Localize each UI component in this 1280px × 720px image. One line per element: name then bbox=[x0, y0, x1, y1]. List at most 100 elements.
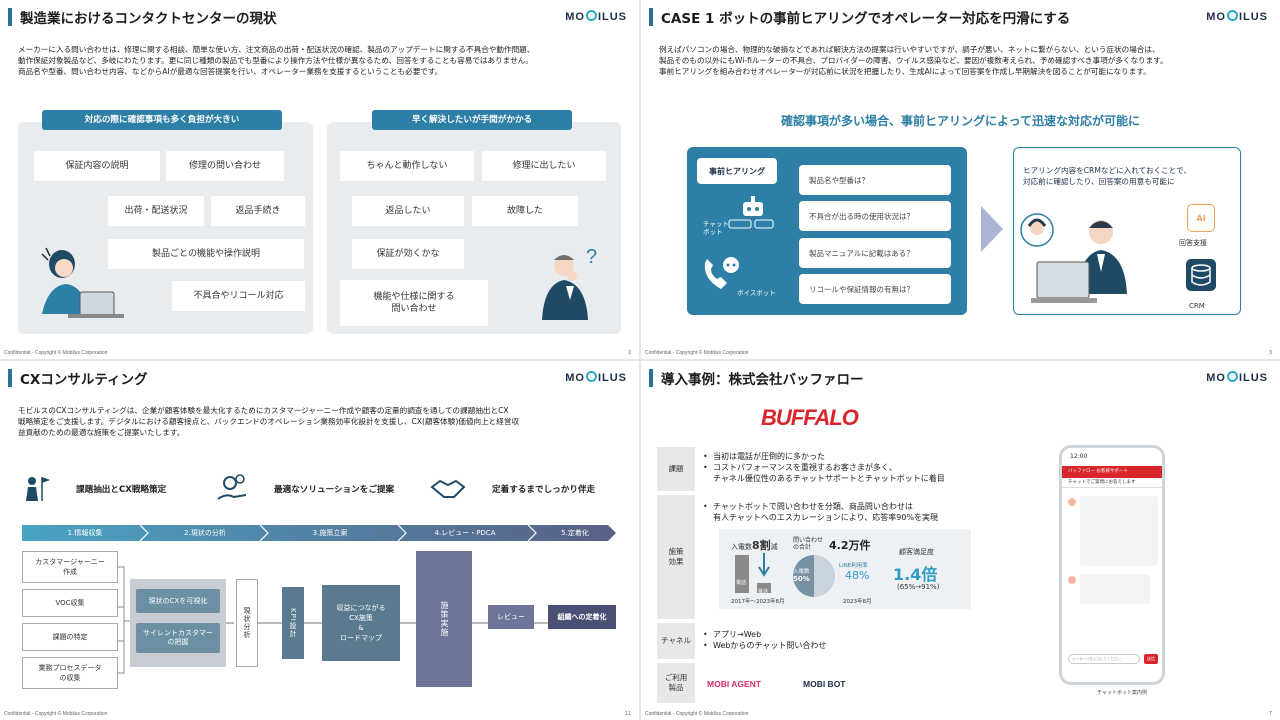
chip: 機能や仕様に関する問い合わせ bbox=[340, 280, 488, 326]
question-box: 製品名や型番は？ bbox=[799, 165, 951, 195]
stat2-line-label: LINE利用率 bbox=[839, 563, 868, 569]
stat1-bar-label: 電話 bbox=[758, 589, 769, 595]
chip: 修理の問い合わせ bbox=[166, 151, 284, 181]
chat-bubble bbox=[1080, 574, 1150, 604]
ai-icon: AI bbox=[1187, 204, 1215, 232]
left-heading: 対応の際に確認事項も多く負担が大きい bbox=[42, 110, 282, 130]
slide-title: CXコンサルティング bbox=[20, 372, 148, 388]
stat3-label: 顧客満足度 bbox=[899, 548, 934, 556]
stat1-period: 2017年〜2023年8月 bbox=[731, 599, 785, 605]
feature-label: 課題抽出とCX戦略策定 bbox=[76, 485, 167, 495]
input-box: VOC収集 bbox=[22, 589, 118, 617]
stat2-line-pct: 48% bbox=[845, 569, 870, 582]
slide-title: 製造業におけるコンタクトセンターの現状 bbox=[20, 11, 277, 27]
database-icon bbox=[1186, 259, 1216, 291]
title-accent-bar bbox=[649, 369, 653, 387]
page-number: 7 bbox=[1268, 711, 1272, 717]
chip: 故障した bbox=[472, 196, 578, 226]
page-number: 2 bbox=[627, 350, 631, 356]
step-label: 1.情報収集 bbox=[67, 529, 103, 537]
chip: 保証が効くかな bbox=[352, 239, 464, 269]
step-label: 4.レビュー・PDCA bbox=[434, 529, 496, 537]
analysis-item: 現状のCXを可視化 bbox=[136, 589, 220, 613]
flag-person-icon bbox=[26, 477, 50, 501]
chip: 製品ごとの機能や操作説明 bbox=[108, 239, 304, 269]
product-mobi-agent: MOBI AGENT bbox=[707, 679, 761, 689]
chip: 保証内容の説明 bbox=[34, 151, 160, 181]
send-button[interactable]: 送信 bbox=[1144, 654, 1158, 664]
operator-illustration bbox=[1020, 213, 1127, 303]
footer-copyright: Confidential - Copyright © Mobilus Corpo… bbox=[645, 711, 749, 717]
voicebot-icon bbox=[704, 257, 739, 289]
bot-avatar bbox=[1068, 498, 1076, 506]
footer-copyright: Confidential - Copyright © Mobilus Corpo… bbox=[645, 350, 749, 356]
page-number: 3 bbox=[1268, 350, 1272, 356]
step-label: 3.施策立案 bbox=[312, 529, 348, 537]
buffalo-logo: BUFFALO bbox=[761, 405, 859, 430]
stat2-period: 2023年8月 bbox=[843, 599, 872, 605]
channel-list: •アプリ→Web •Webからのチャット問い合わせ bbox=[703, 630, 827, 650]
input-box: カスタマージャーニー 作成 bbox=[22, 551, 118, 583]
chip: 修理に出したい bbox=[482, 151, 606, 181]
footer-copyright: Confidential - Copyright © Mobilus Corpo… bbox=[4, 711, 108, 717]
analysis-item: サイレントカスタマー の把握 bbox=[136, 623, 220, 653]
question-box: 製品マニュアルに記載はある？ bbox=[799, 238, 951, 268]
stat1-label: 入電数8割減 bbox=[731, 539, 778, 552]
kpi-box: KPI設計 bbox=[282, 587, 304, 659]
bot-avatar bbox=[1068, 576, 1076, 584]
chat-bubble bbox=[1080, 496, 1158, 566]
ai-label: 回答支援 bbox=[1179, 239, 1207, 247]
question-box: リコールや保証情報の有無は？ bbox=[799, 274, 951, 304]
row-label: ご利用 製品 bbox=[657, 663, 695, 703]
exec-box: 施策実施 bbox=[416, 551, 472, 687]
chip: 不具合やリコール対応 bbox=[172, 281, 305, 311]
phone-header: バッファロー お客様サポート bbox=[1062, 466, 1162, 478]
row-label: 施策 効果 bbox=[657, 495, 695, 619]
page-number: 11 bbox=[624, 711, 631, 717]
step-label: 2.現状の分析 bbox=[184, 529, 226, 537]
slide-title: 導入事例：株式会社バッファロー bbox=[661, 372, 864, 388]
bracket-connector bbox=[118, 566, 130, 674]
chatbot-label: チャット ボット bbox=[703, 220, 729, 236]
review-box: レビュー bbox=[488, 605, 534, 629]
row-label: 課題 bbox=[657, 447, 695, 491]
confused-man-illustration bbox=[542, 255, 588, 320]
voicebot-label: ボイスボット bbox=[737, 289, 776, 297]
teichaku-box: 組織への定着化 bbox=[548, 605, 616, 629]
footer-copyright: Confidential - Copyright © Mobilus Corpo… bbox=[4, 350, 108, 356]
chip: 出荷・配送状況 bbox=[108, 196, 204, 226]
chip: 返品手続き bbox=[211, 196, 305, 226]
title-accent-bar bbox=[8, 369, 12, 387]
input-box: 業務プロセスデータ の収集 bbox=[22, 657, 118, 689]
chatbot-icon bbox=[728, 196, 774, 229]
operator-illustration bbox=[41, 247, 124, 318]
flow-arrows bbox=[226, 622, 548, 624]
gear-hand-icon bbox=[217, 474, 247, 500]
chip: 返品したい bbox=[352, 196, 464, 226]
message-input[interactable]: メッセージを入力してください bbox=[1068, 654, 1140, 664]
step-label: 5.定着化 bbox=[561, 529, 589, 537]
stat1-bars bbox=[735, 553, 771, 593]
kadai-list: •当初は電話が圧倒的に多かった •コストパフォーマンスを重視するお客さまが多く、… bbox=[703, 452, 945, 483]
body-text: モビルスのCXコンサルティングは、企業が顧客体験を最大化するためにカスタマージャ… bbox=[18, 406, 520, 437]
right-heading: 早く解決したいが手間がかかる bbox=[372, 110, 572, 130]
slide-title: CASE 1 ボットの事前ヒアリングでオペレーター対応を円滑にする bbox=[661, 11, 1071, 27]
row-label: チャネル bbox=[657, 623, 695, 659]
stat3-detail: (65%→91%) bbox=[897, 583, 940, 591]
title-accent-bar bbox=[649, 8, 653, 26]
hearing-label: 事前ヒアリング bbox=[697, 158, 777, 184]
stat1-bar-label: 電話 bbox=[736, 580, 747, 586]
feature-label: 最適なソリューションをご提案 bbox=[274, 485, 395, 495]
input-box: 課題の特定 bbox=[22, 623, 118, 651]
question-box: 不具合が出る時の使用状況は？ bbox=[799, 201, 951, 231]
